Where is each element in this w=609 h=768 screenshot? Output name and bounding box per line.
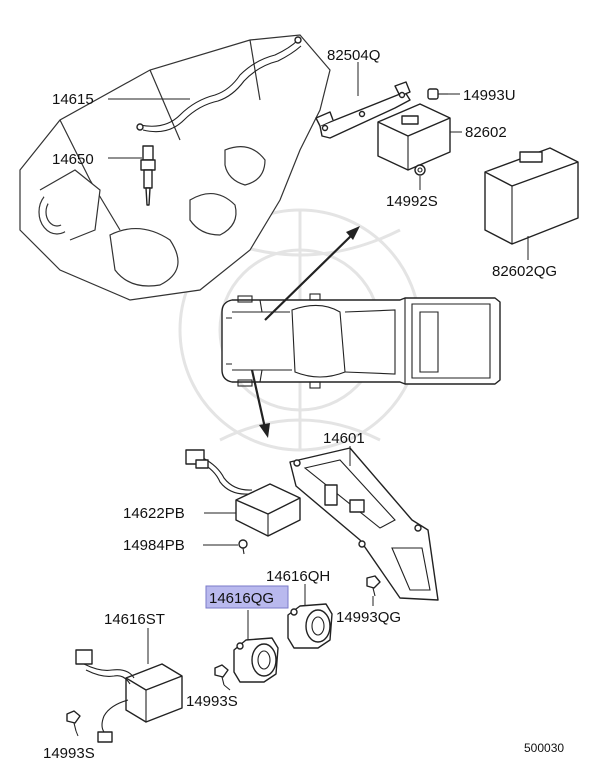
part-14993QG-bolt [366,575,381,597]
engine-block [19,34,331,301]
selected-part-highlight [205,585,289,609]
label-14992S[interactable]: 14992S [386,193,438,210]
part-14984PB-screw [238,539,248,555]
label-14650[interactable]: 14650 [52,151,94,168]
label-82602QG[interactable]: 82602QG [492,263,557,280]
label-82602[interactable]: 82602 [465,124,507,141]
label-14984PB[interactable]: 14984PB [123,537,185,554]
location-arrows [250,226,360,438]
label-14993QG[interactable]: 14993QG [336,609,401,626]
part-14601-bracket [289,447,439,601]
part-82602-module [377,103,451,171]
drawing-number: 500030 [524,741,564,755]
label-14993S-middle[interactable]: 14993S [186,693,238,710]
part-82602QG-control-unit [484,147,579,245]
label-14993S-left[interactable]: 14993S [43,745,95,762]
part-14616QH-relay [287,603,333,649]
label-14622PB[interactable]: 14622PB [123,505,185,522]
part-82504Q-bracket [315,81,411,139]
part-14993S-bolt-left [66,710,81,732]
part-14622PB-module [185,449,301,537]
label-14616ST[interactable]: 14616ST [104,611,165,628]
part-14993U-bolt [427,88,448,100]
part-14992S-nut [414,164,426,176]
label-82504Q[interactable]: 82504Q [327,47,380,64]
vehicle-top-view [221,293,501,389]
label-14616QG[interactable]: 14616QG [209,590,274,607]
leader-lines [75,62,529,737]
part-labels: 82504Q 14993U 14615 82602 14650 14992S 8… [43,47,557,762]
part-14650-glow-plug [140,145,156,206]
label-14993U[interactable]: 14993U [463,87,516,104]
label-14616QH[interactable]: 14616QH [266,568,330,585]
part-14616QG-relay [233,637,279,683]
part-14615-harness [136,36,302,133]
part-14993S-bolt-middle [214,664,229,686]
part-14616ST-relay [75,649,183,743]
label-14615[interactable]: 14615 [52,91,94,108]
label-14601[interactable]: 14601 [323,430,365,447]
